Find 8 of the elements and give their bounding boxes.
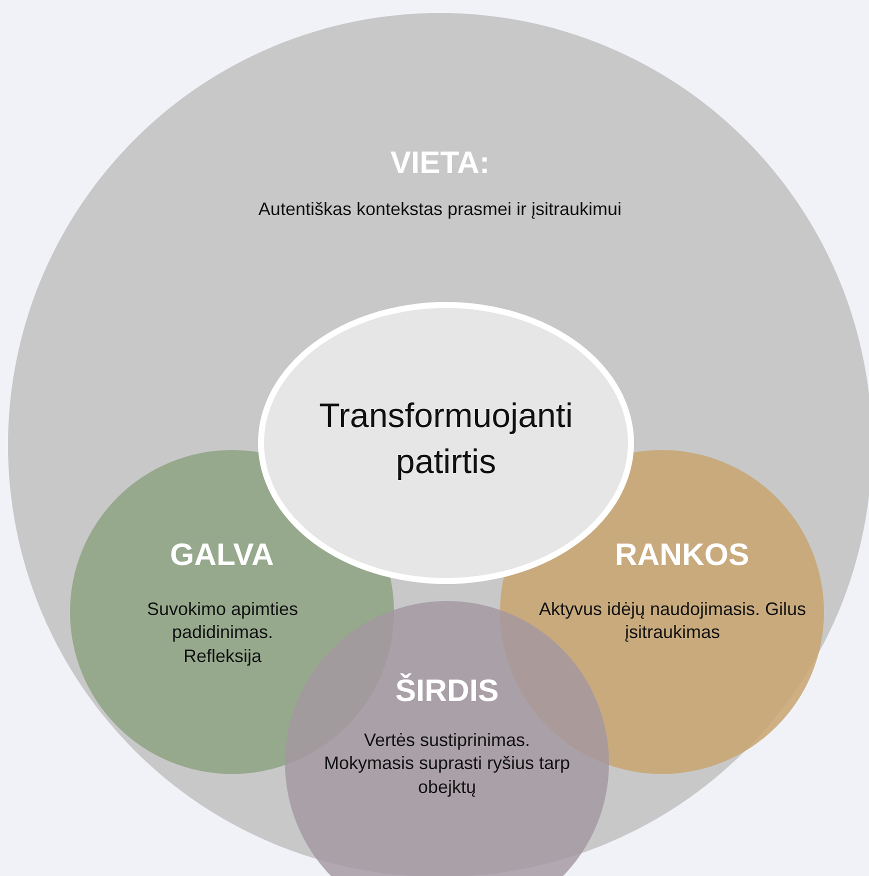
center-label: Transformuojanti patirtis <box>318 396 574 483</box>
heading: GALVA <box>169 536 275 574</box>
heading: ŠIRDIS <box>394 672 500 710</box>
body-text: Vertės sustiprinimas. Mokymasis suprasti ryšius tarp obejktų <box>322 729 572 799</box>
body-text: Aktyvus idėjų naudojimasis. Gilus įsitraukimas <box>538 598 808 644</box>
heading: RANKOS <box>614 536 750 574</box>
body-text: Autentiškas kontekstas prasmei ir įsitraukimui <box>257 198 623 221</box>
body-text: Suvokimo apimties padidinimas. Refleksija <box>146 598 300 668</box>
